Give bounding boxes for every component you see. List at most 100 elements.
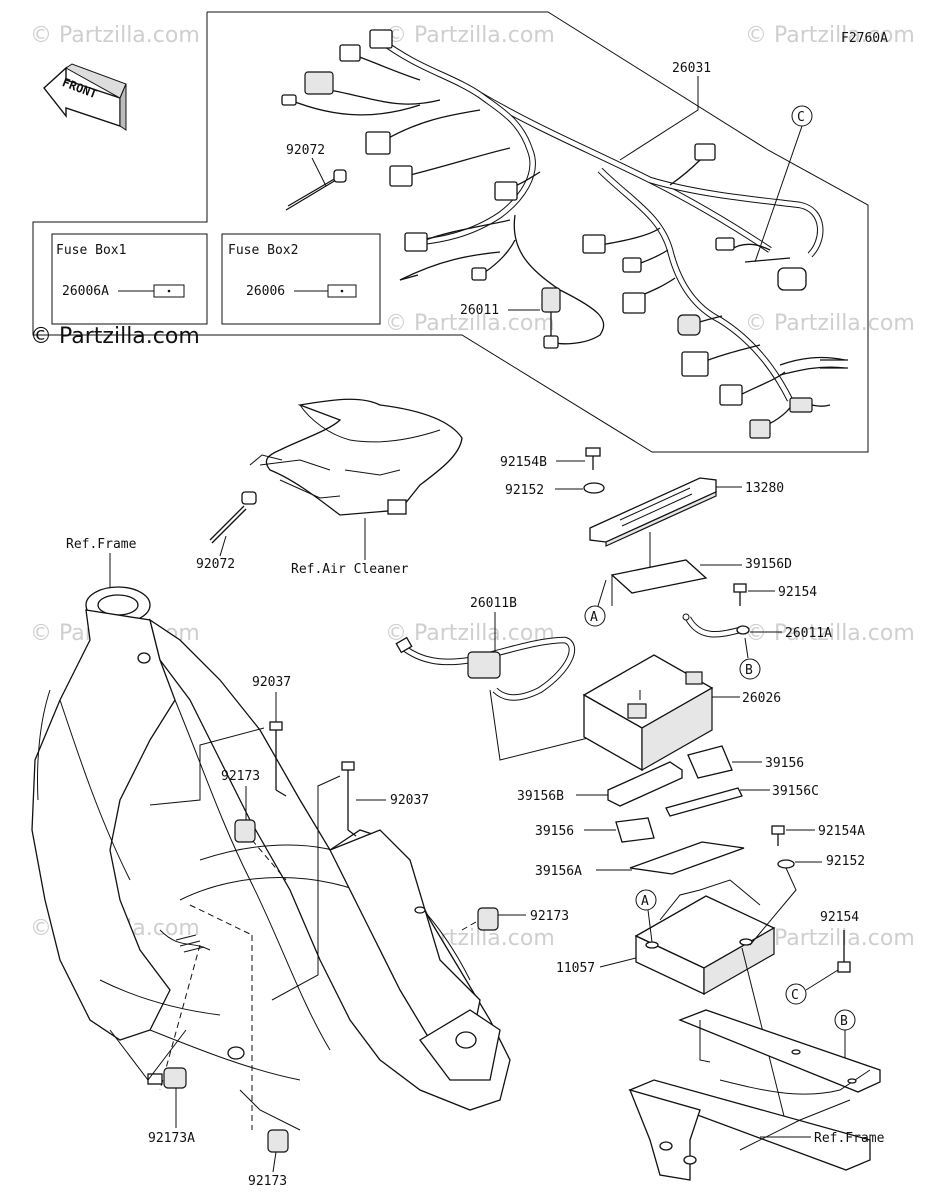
air-cleaner-ref (249, 398, 463, 516)
marker-c (785, 983, 807, 1005)
watermark-text: © Partzilla.com (30, 23, 200, 48)
marker-a-label: A (590, 610, 598, 625)
marker-c-label: C (791, 988, 799, 1003)
marker-a-label: A (641, 894, 649, 909)
label-92072: 92072 (286, 143, 325, 158)
figure-code: F2760A (841, 31, 888, 46)
label-frame-top: Ref.Frame (66, 537, 137, 552)
clip-92173-b (477, 907, 499, 931)
label-26011: 26011 (460, 303, 499, 318)
label-92037-b: 92037 (390, 793, 429, 808)
marker-b (739, 658, 761, 680)
dashed-leader (159, 944, 201, 1091)
cable-26011B (395, 636, 576, 701)
pad-39156C (665, 787, 743, 817)
label-frame-lower: Ref.Frame (814, 1131, 885, 1146)
cable-26011A (682, 613, 750, 638)
main-frame-ref (31, 586, 511, 1131)
connector-icon (789, 397, 813, 413)
marker-c-label: C (797, 110, 805, 125)
label-92173A: 92173A (148, 1131, 195, 1146)
fuse-box-2-panel: Fuse Box2 26006 (221, 233, 381, 325)
clip-92173-a (234, 819, 256, 843)
bolt-92154B (585, 447, 601, 470)
label-39156-b: 39156 (535, 824, 574, 839)
label-26011A: 26011A (785, 626, 832, 641)
label-92154A: 92154A (818, 824, 865, 839)
washer-92152 (777, 859, 795, 869)
marker-b-label: B (840, 1014, 848, 1029)
label-92152: 92152 (505, 483, 544, 498)
battery-26026 (582, 654, 714, 772)
label-92072-bottom: 92072 (196, 557, 235, 572)
bracket-13280 (589, 477, 717, 547)
fuse-box-1-panel: Fuse Box1 26006A (51, 233, 208, 325)
label-39156D: 39156D (745, 557, 792, 572)
marker-a (584, 605, 606, 627)
connector-icon (471, 267, 487, 281)
watermark-text: © Partzilla.com (745, 621, 915, 646)
front-arrow-icon: FRONT (43, 63, 127, 131)
label-92154-a: 92154 (778, 585, 817, 600)
connector-icon (389, 165, 413, 187)
label-39156B: 39156B (517, 789, 564, 804)
label-92173-a: 92173 (221, 769, 260, 784)
connector-icon (365, 131, 391, 155)
label-39156A: 39156A (535, 864, 582, 879)
label-92154-b: 92154 (820, 910, 859, 925)
marker-b-label: B (745, 663, 753, 678)
connector-icon (582, 234, 606, 254)
callouts-upper: 26031 92072 C 26011 (286, 61, 813, 318)
connector-icon (777, 267, 807, 291)
label-92037-a: 92037 (252, 675, 291, 690)
relay-26011 (541, 287, 561, 349)
fuse-box-1-part: 26006A (62, 284, 109, 299)
marker-a (635, 889, 657, 911)
connector-icon (622, 257, 642, 273)
label-92154B: 92154B (500, 455, 547, 470)
bolt-92154-lower (837, 930, 851, 973)
fuse-box-1-title: Fuse Box1 (56, 243, 126, 258)
connector-icon (494, 181, 518, 201)
label-26011B: 26011B (470, 596, 517, 611)
connector-icon (749, 419, 771, 439)
main-harness-26031 (281, 29, 848, 439)
watermark-text: © Partzilla.com (385, 311, 555, 336)
connector-icon (281, 94, 297, 106)
battery-case-11057 (634, 879, 776, 996)
clip-92173-c (267, 1129, 289, 1153)
connector-icon (404, 232, 428, 252)
harness-boundary (32, 11, 869, 453)
label-26026: 26026 (742, 691, 781, 706)
frame-ref-lower-right (628, 1009, 881, 1181)
dashed-leader (189, 904, 253, 936)
fuse-box-2-part: 26006 (246, 284, 285, 299)
pad-39156 (615, 817, 655, 843)
label-39156-a: 39156 (765, 756, 804, 771)
connector-icon (694, 143, 716, 161)
connector-icon (369, 29, 393, 49)
watermark-text-dark: © Partzilla.com (30, 324, 200, 349)
cable-tie-92072-bottom (209, 491, 257, 544)
bolt-92154A (771, 825, 785, 846)
watermark-text: © Partzilla.com (385, 23, 555, 48)
label-92152-b: 92152 (826, 854, 865, 869)
pad-39156B (607, 761, 683, 807)
bolt-92154 (733, 583, 747, 606)
connector-icon (719, 384, 743, 406)
washer-92152 (583, 482, 605, 494)
rod-92037-b (341, 761, 357, 837)
label-13280: 13280 (745, 481, 784, 496)
pad-39156D (610, 559, 708, 594)
connector-icon (622, 292, 646, 314)
connector-icon (339, 44, 361, 62)
connector-icon (304, 71, 334, 95)
connector-icon (677, 314, 701, 336)
pad-39156 (687, 745, 733, 779)
cable-tie-92072-top (285, 169, 347, 211)
label-11057: 11057 (556, 961, 595, 976)
fuse-box-2-title: Fuse Box2 (228, 243, 298, 258)
label-air-cleaner: Ref.Air Cleaner (291, 562, 409, 577)
watermark-text: © Partzilla.com (385, 621, 555, 646)
